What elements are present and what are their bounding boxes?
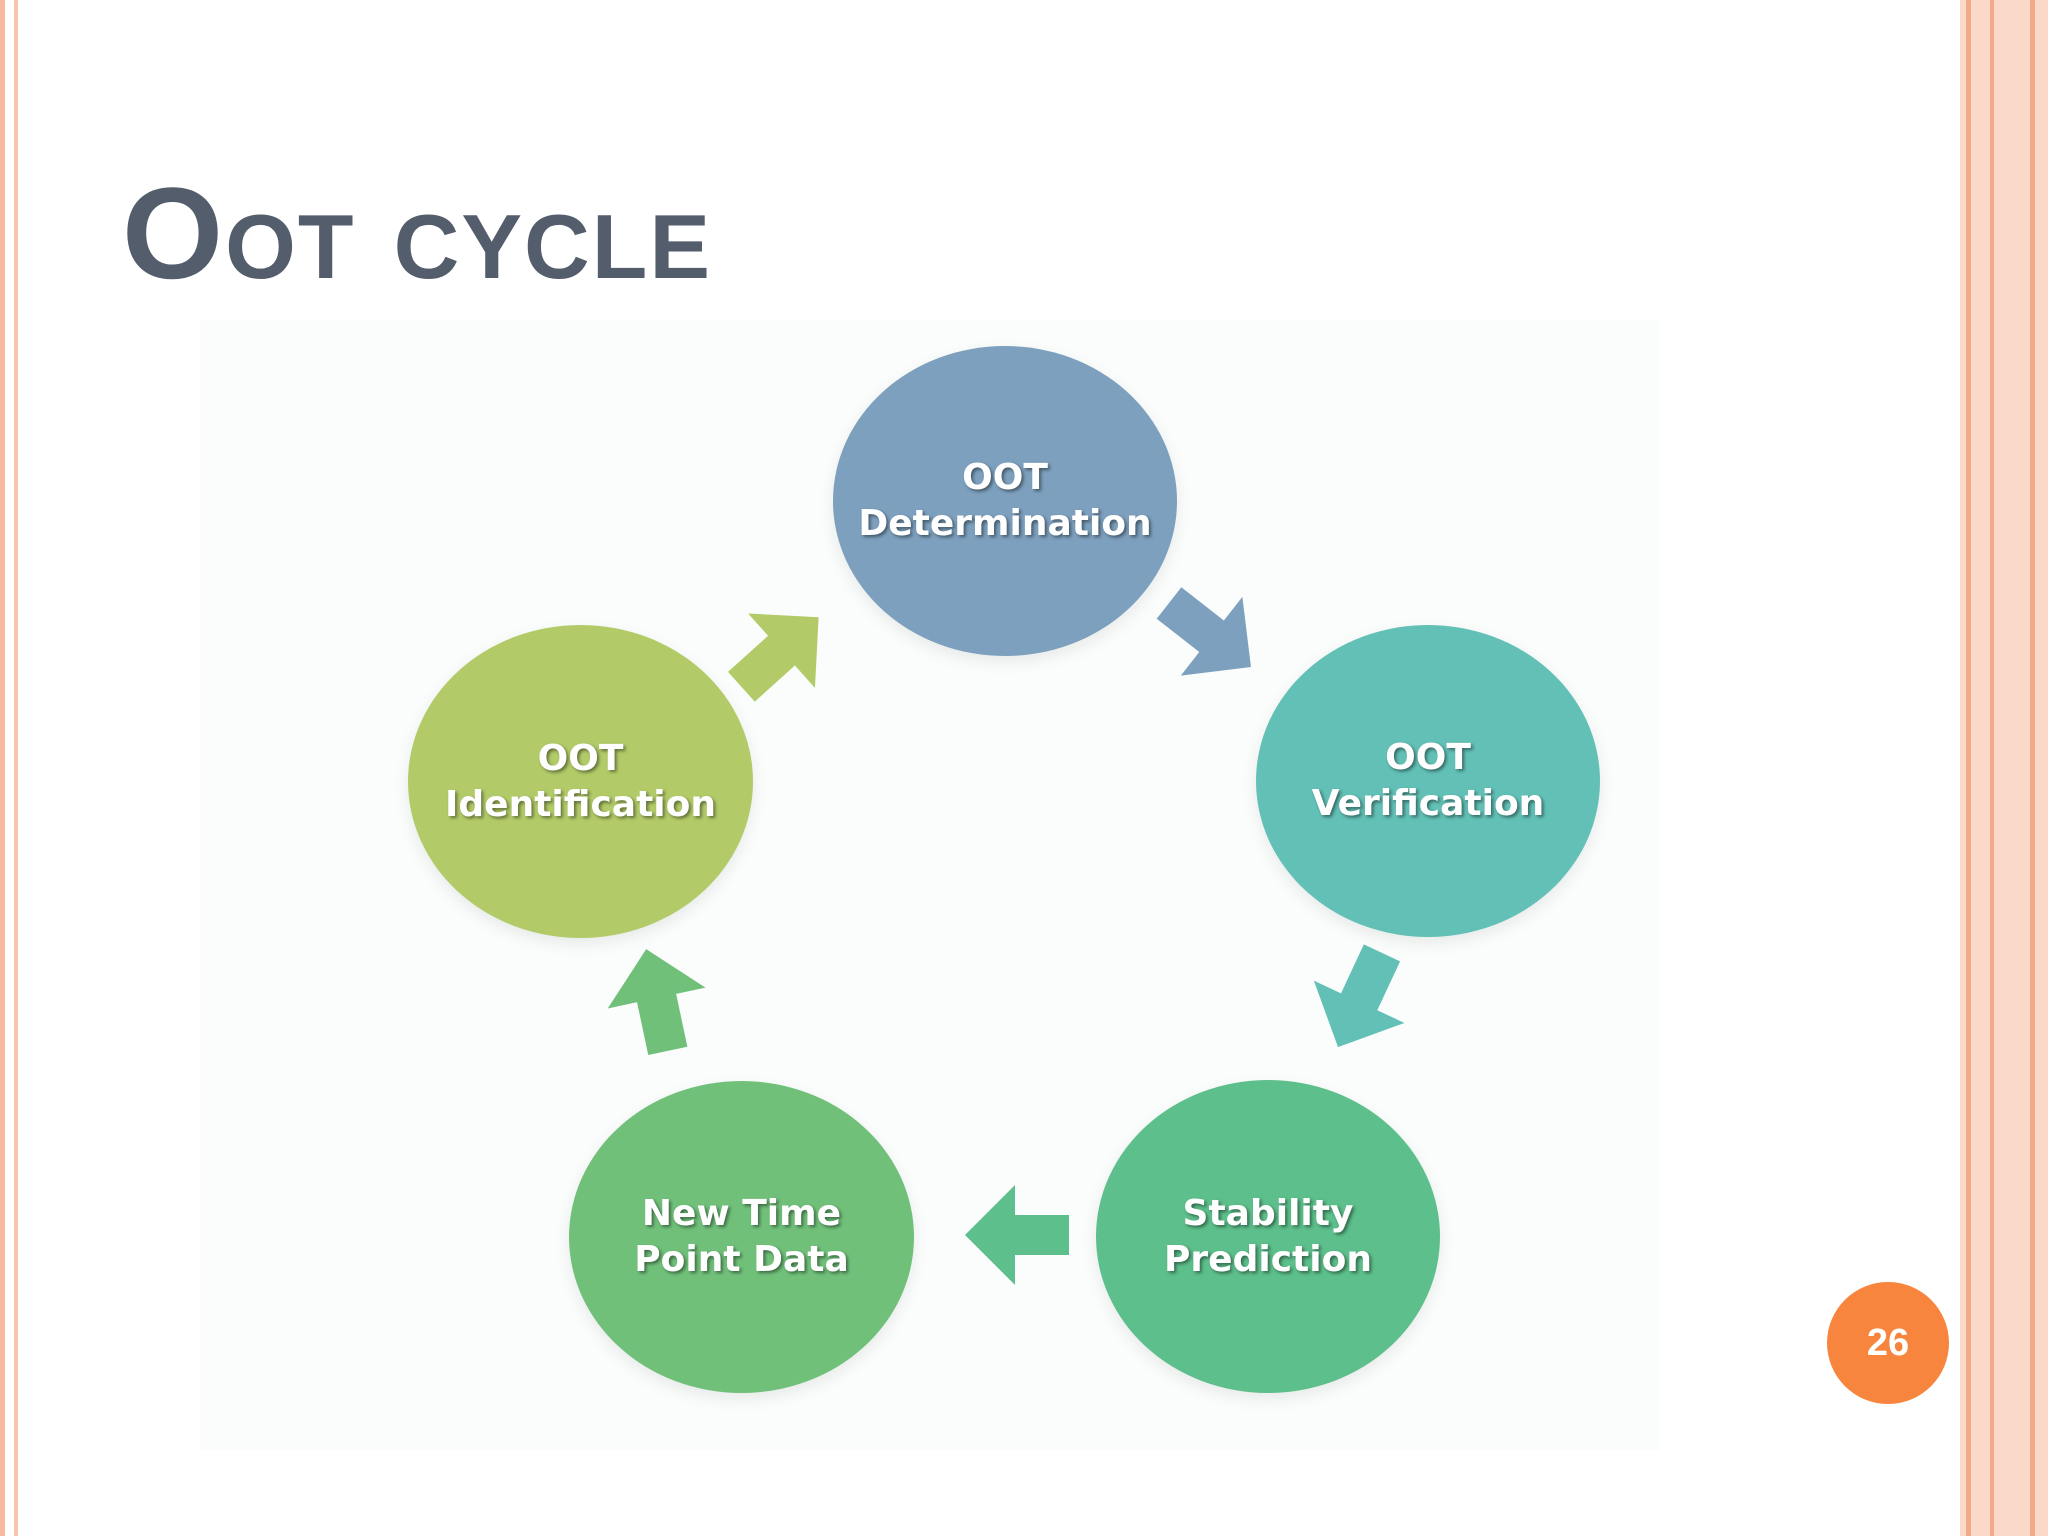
slide-border-left-inner [14,0,18,1536]
arrow-shape [965,1185,1069,1285]
node-oot-verification: OOT Verification [1256,625,1600,937]
slide-border-left [0,0,5,1536]
node-label: OOT Verification [1311,737,1545,824]
arrow-stability-to-new-time [957,1175,1077,1295]
arrow-verification-to-stability [1280,920,1439,1079]
arrow-shape [1313,944,1405,1048]
arrow-shape [727,613,819,702]
node-new-time-point-data: New Time Point Data [569,1081,914,1393]
slide-title: Oot cycle [122,160,713,306]
node-oot-determination: OOT Determination [833,346,1177,656]
node-label: OOT Determination [858,457,1152,544]
arrow-shape [1156,587,1251,676]
slide-border-right [1960,0,2048,1536]
arrow-identification-to-determination [695,567,864,736]
node-label: New Time Point Data [634,1193,849,1280]
node-label: OOT Identification [445,737,716,825]
page-number-badge: 26 [1827,1282,1949,1404]
node-oot-identification: OOT Identification [408,625,753,938]
oot-cycle-diagram: OOT Determination OOT Verification Stabi… [200,320,1660,1450]
node-stability-prediction: Stability Prediction [1096,1080,1440,1393]
arrow-new-time-to-identification [586,929,728,1071]
arrow-shape [607,949,706,1056]
node-label: Stability Prediction [1164,1192,1372,1280]
arrow-determination-to-verification [1126,551,1294,719]
